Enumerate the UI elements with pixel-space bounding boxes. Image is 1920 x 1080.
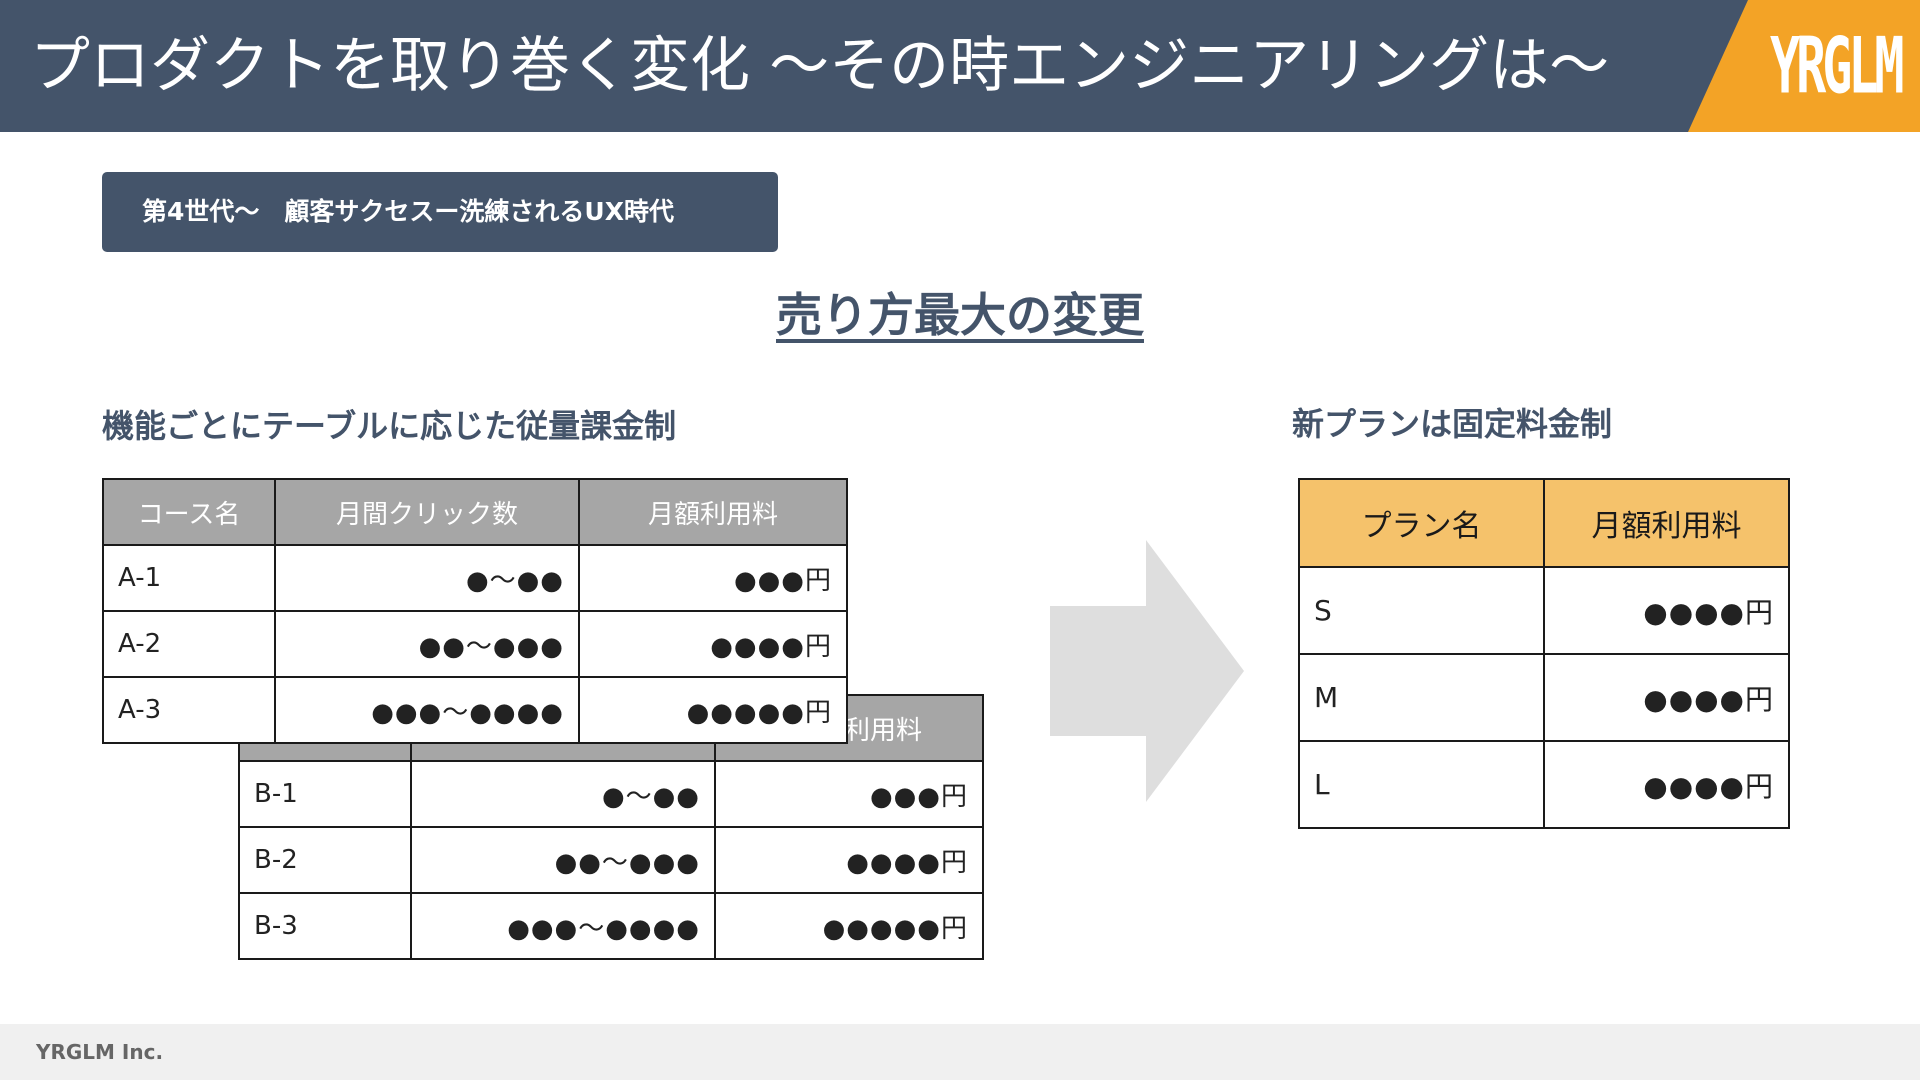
left-section-heading: 機能ごとにテーブルに応じた従量課金制	[102, 407, 677, 445]
table-row: A-3 ●●●～●●●● ●●●●●円	[102, 676, 848, 744]
click-count-cell: ●～●●	[274, 544, 580, 612]
slide-title: プロダクトを取り巻く変化 ～その時エンジニアリングは～	[30, 31, 1610, 101]
course-name-cell: A-2	[102, 610, 276, 678]
click-count-cell: ●●～●●●	[410, 826, 716, 894]
generation-badge: 第4世代～ 顧客サクセスー洗練されるUX時代	[102, 172, 778, 252]
plan-fee-cell: ●●●●円	[1543, 653, 1790, 742]
monthly-fee-cell: ●●●●円	[578, 610, 848, 678]
column-header-plan: プラン名	[1298, 478, 1545, 568]
footer-company: YRGLM Inc.	[36, 1040, 164, 1064]
monthly-fee-cell: ●●●●円	[714, 826, 984, 894]
table-row: L ●●●●円	[1298, 740, 1790, 829]
table-header-cell: 利用料	[714, 694, 984, 762]
column-header-fee: 月額利用料	[1543, 478, 1790, 568]
table-header-row: プラン名 月額利用料	[1298, 478, 1790, 568]
generation-badge-label: 第4世代～ 顧客サクセスー洗練されるUX時代	[142, 197, 674, 226]
course-name-cell: A-1	[102, 544, 276, 612]
table-row: B-3 ●●●～●●●● ●●●●●円	[238, 892, 984, 960]
column-header-fee: 月額利用料	[578, 478, 848, 546]
table-header-row: コース名 月間クリック数 月額利用料	[102, 478, 848, 546]
monthly-fee-cell: ●●●円	[714, 760, 984, 828]
table-row: A-1 ●～●● ●●●円	[102, 544, 848, 612]
click-count-cell: ●●●～●●●●	[274, 676, 580, 744]
usage-table-a: コース名 月間クリック数 月額利用料 A-1 ●～●● ●●●円 A-2 ●●～…	[102, 478, 848, 744]
click-count-cell: ●●●～●●●●	[410, 892, 716, 960]
monthly-fee-cell: ●●●円	[578, 544, 848, 612]
table-row: M ●●●●円	[1298, 653, 1790, 742]
click-count-cell: ●～●●	[410, 760, 716, 828]
course-name-cell: B-3	[238, 892, 412, 960]
right-section-heading: 新プランは固定料金制	[1292, 405, 1613, 443]
course-name-cell: B-2	[238, 826, 412, 894]
table-row: S ●●●●円	[1298, 566, 1790, 655]
column-header-clicks: 月間クリック数	[274, 478, 580, 546]
monthly-fee-cell: ●●●●●円	[714, 892, 984, 960]
column-header-course: コース名	[102, 478, 276, 546]
plan-name-cell: L	[1298, 740, 1545, 829]
table-row: B-2 ●●～●●● ●●●●円	[238, 826, 984, 894]
table-row: A-2 ●●～●●● ●●●●円	[102, 610, 848, 678]
monthly-fee-cell: ●●●●●円	[578, 676, 848, 744]
plan-name-cell: S	[1298, 566, 1545, 655]
footer-bar: YRGLM Inc.	[0, 1024, 1920, 1080]
company-logo: YRGLM	[1770, 21, 1905, 111]
plan-table: プラン名 月額利用料 S ●●●●円 M ●●●●円 L ●●●●円	[1298, 478, 1790, 829]
click-count-cell: ●●～●●●	[274, 610, 580, 678]
plan-fee-cell: ●●●●円	[1543, 566, 1790, 655]
course-name-cell: B-1	[238, 760, 412, 828]
header-bar: プロダクトを取り巻く変化 ～その時エンジニアリングは～ YRGLM	[0, 0, 1920, 132]
table-row: B-1 ●～●● ●●●円	[238, 760, 984, 828]
plan-name-cell: M	[1298, 653, 1545, 742]
plan-fee-cell: ●●●●円	[1543, 740, 1790, 829]
course-name-cell: A-3	[102, 676, 276, 744]
main-heading: 売り方最大の変更	[776, 288, 1144, 342]
right-arrow-icon	[1050, 540, 1244, 802]
